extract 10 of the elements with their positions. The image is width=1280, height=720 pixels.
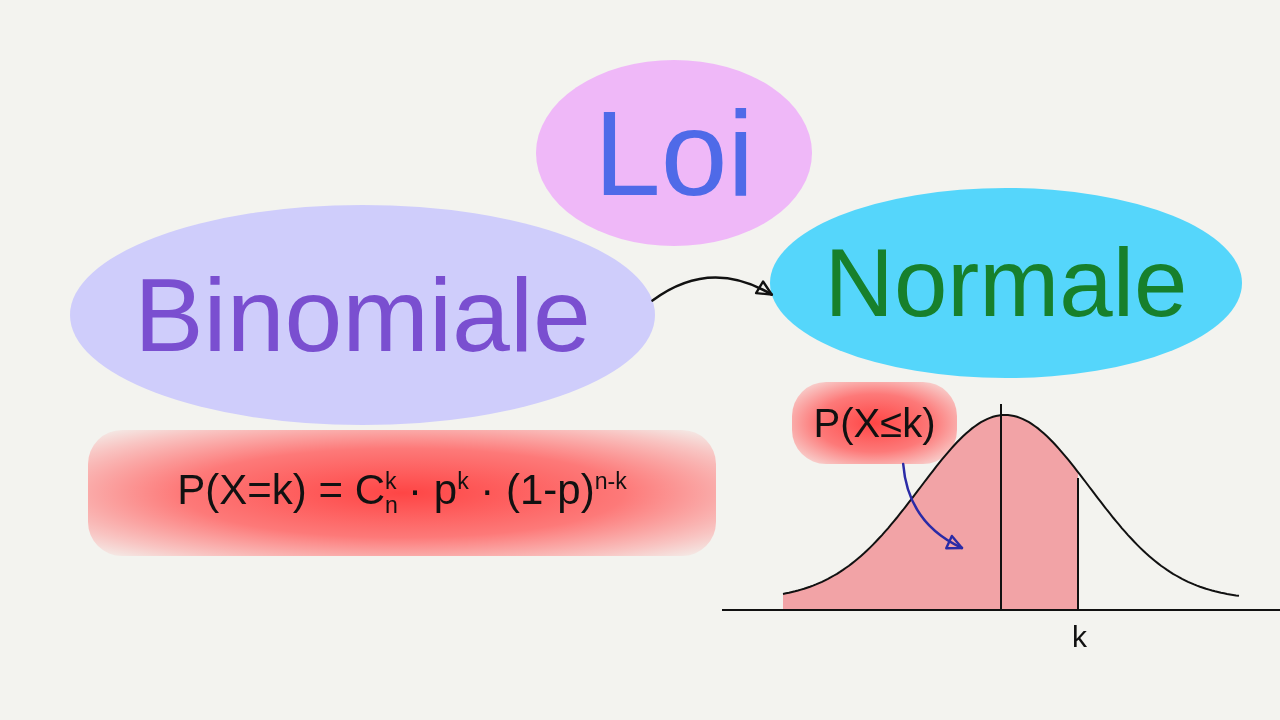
leader-arrow <box>901 462 964 550</box>
formula-text: P(X=k) = C$_{n}$$^{k}$ · p$^{k}$ · (1-p)$^{n-k}$ <box>177 467 627 519</box>
highlight-blob <box>792 382 957 464</box>
highlight-blob <box>88 430 716 556</box>
topic-title: Loi <box>593 87 755 219</box>
axis-label: k <box>1072 622 1087 652</box>
topic-title: Normale <box>824 230 1188 336</box>
topic-title: Binomiale <box>134 257 591 373</box>
formula-text: P(X≤k) <box>813 401 936 445</box>
curved-arrow <box>651 276 774 302</box>
